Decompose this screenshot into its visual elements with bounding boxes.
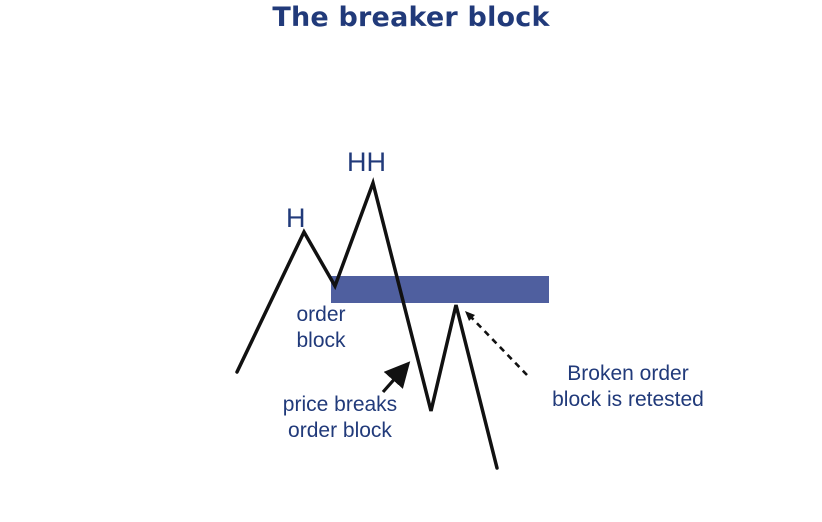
order-block-label: order block — [296, 303, 346, 352]
high-label: H — [286, 203, 306, 233]
retest-dashed-arrow-icon — [469, 315, 528, 376]
retest-arrowhead-icon — [465, 311, 475, 321]
retested-label: Broken order block is retested — [552, 362, 704, 411]
higher-high-label: HH — [347, 147, 386, 177]
order-block-zone — [331, 276, 549, 303]
price-breaks-label: price breaks order block — [282, 393, 398, 442]
price-breaks-arrow-icon — [381, 361, 411, 394]
price-path-line — [235, 177, 499, 470]
diagram-title: The breaker block — [272, 2, 550, 33]
